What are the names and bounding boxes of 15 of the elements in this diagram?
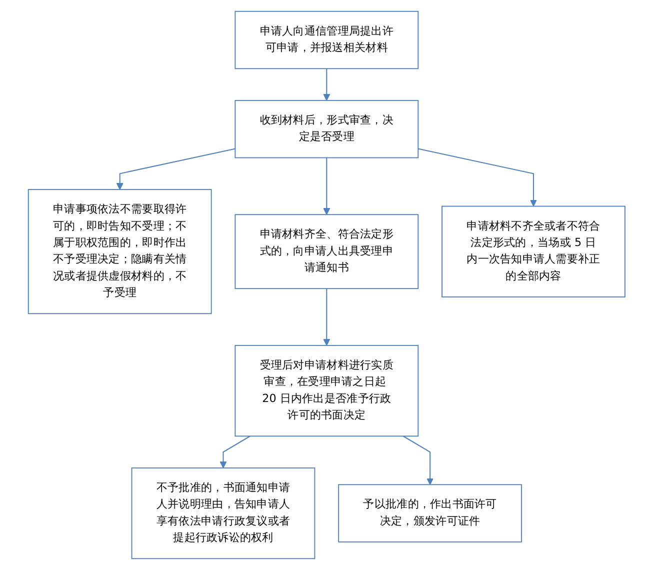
arrow xyxy=(418,148,538,206)
node-box: 收到材料后，形式审查，决定是否受理 xyxy=(235,99,419,158)
node-box: 申请人向通信管理局提出许可申请，并报送相关材料 xyxy=(235,10,419,69)
node-box: 申请材料不齐全或者不符合法定形式的，当场或 5 日内一次告知申请人需要补正的全部内容 xyxy=(442,205,626,297)
arrow xyxy=(220,435,251,468)
arrow xyxy=(403,435,434,484)
node-box: 受理后对申请材料进行实质审查，在受理申请之日起 20 日内作出是否准予行政许可的书面决定 xyxy=(235,344,419,436)
node-box: 予以批准的，作出书面许可决定，颁发许可证件 xyxy=(338,484,522,542)
node-box: 申请材料齐全、符合法定形式的，向申请人出具受理申请通知书 xyxy=(235,214,419,289)
arrow xyxy=(324,157,330,214)
node-box: 不予批准的，书面通知申请人并说明理由，告知申请人享有依法申请行政复议或者提起行政诉讼的权利 xyxy=(132,466,316,559)
arrow xyxy=(324,288,330,346)
arrow xyxy=(324,68,330,100)
arrow xyxy=(116,148,236,190)
node-box: 申请事项依法不需要取得许可的，即时告知不受理；不属于职权范围的，即时作出不予受理决定；隐瞒有关情况或者提供虚假材料的，不予受理 xyxy=(28,188,212,314)
